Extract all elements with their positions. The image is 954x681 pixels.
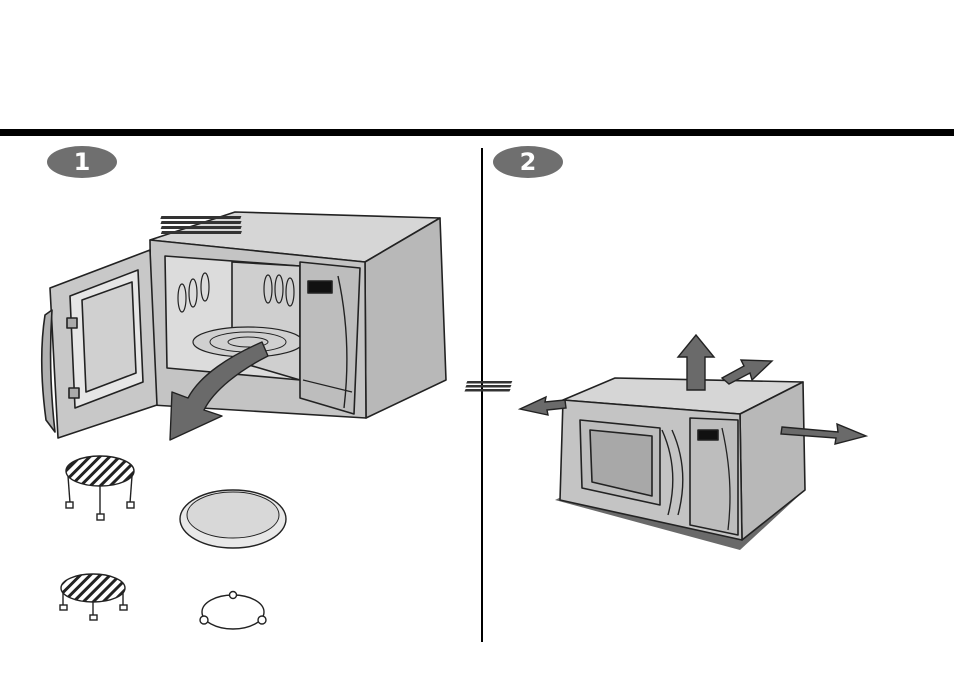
roller-ring-icon	[200, 592, 266, 630]
turntable-glass-tray-icon	[180, 490, 286, 548]
clearance-arrow-left-icon	[520, 397, 566, 415]
rack-high-icon	[66, 456, 134, 520]
microwave-open-door-icon	[42, 212, 446, 438]
rack-low-icon	[60, 574, 127, 620]
microwave-clearance-icon	[464, 378, 805, 550]
